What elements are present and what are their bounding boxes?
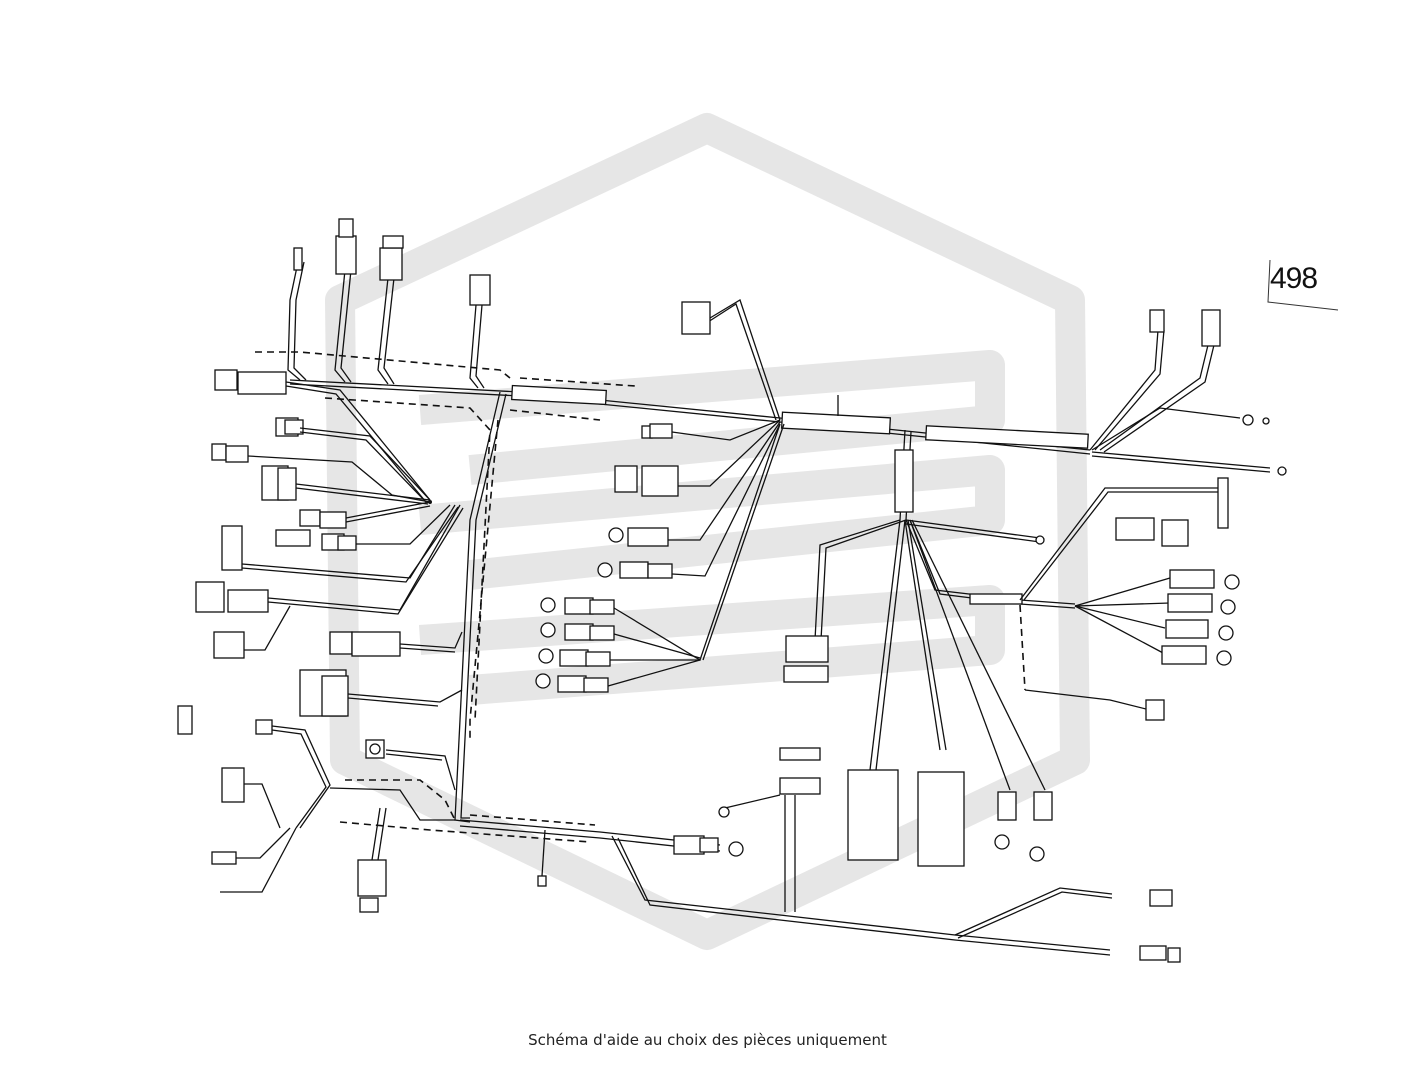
reference-number: 498 bbox=[1270, 262, 1318, 295]
reference-bracket bbox=[1267, 259, 1339, 311]
top-left-legs bbox=[287, 218, 491, 389]
bottom-left-connectors bbox=[177, 705, 547, 913]
watermark-logo bbox=[325, 113, 1090, 950]
top-right-branch bbox=[1089, 309, 1287, 476]
left-connector-group bbox=[195, 369, 464, 659]
center-fan-connectors bbox=[535, 299, 785, 693]
center-branch bbox=[718, 429, 1053, 912]
left-mid-connectors bbox=[299, 631, 463, 791]
right-branch bbox=[905, 477, 1240, 721]
main-trunk-wires bbox=[289, 379, 1091, 852]
dimension-brackets bbox=[255, 351, 1026, 843]
bottom-branch bbox=[611, 835, 1181, 963]
diagram-caption: Schéma d'aide au choix des pièces unique… bbox=[528, 1031, 887, 1049]
